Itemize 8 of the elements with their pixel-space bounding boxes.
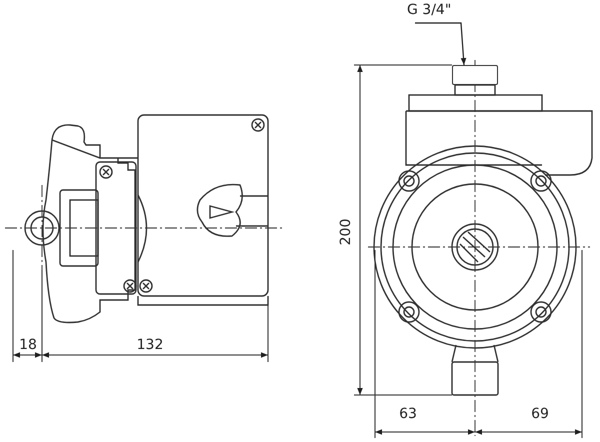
dimension-label: 200 bbox=[338, 218, 354, 246]
thread-size-label: G 3/4" bbox=[407, 2, 452, 18]
dimension-label: 63 bbox=[399, 406, 417, 422]
dimension-label: 18 bbox=[19, 337, 37, 353]
dimension-label: 69 bbox=[531, 406, 549, 422]
dimension-label: 132 bbox=[136, 337, 164, 353]
leader-line bbox=[415, 22, 466, 66]
outlet-port bbox=[452, 65, 498, 85]
